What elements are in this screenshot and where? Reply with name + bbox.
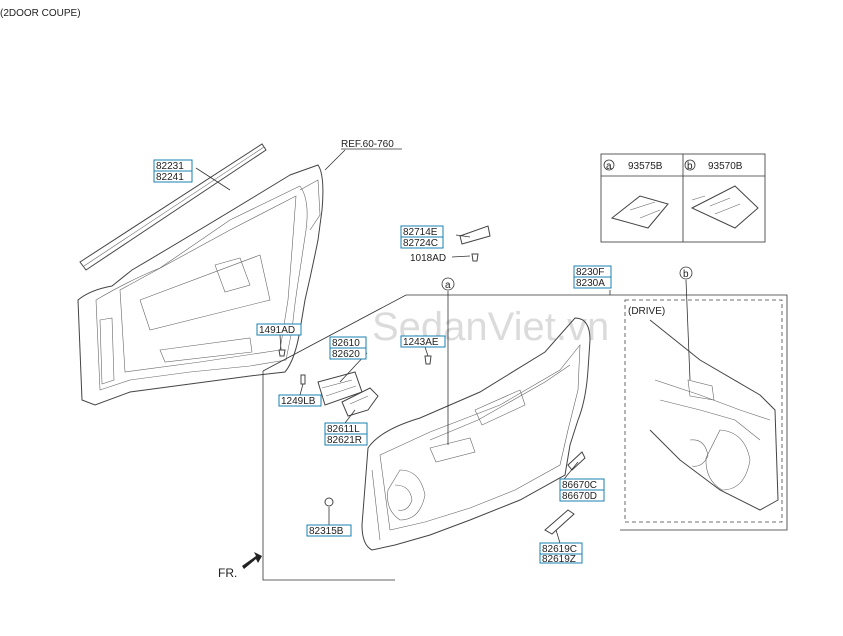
callout-deco-patch[interactable]: 82714E 82724C bbox=[400, 225, 444, 249]
reference-label[interactable]: REF.60-760 bbox=[341, 139, 402, 150]
svg-text:82231: 82231 bbox=[156, 161, 184, 172]
svg-text:86670D: 86670D bbox=[562, 491, 597, 502]
legend-b-marker: b bbox=[687, 161, 693, 172]
callout-inner-handle[interactable]: 82610 82620 bbox=[329, 336, 367, 360]
marker-b[interactable]: b bbox=[679, 266, 693, 280]
svg-text:82611L: 82611L bbox=[327, 424, 360, 435]
svg-text:1491AD: 1491AD bbox=[259, 325, 295, 336]
svg-text:82315B: 82315B bbox=[309, 526, 344, 537]
svg-text:82714E: 82714E bbox=[403, 227, 438, 238]
callout-clip-1491[interactable]: 1491AD bbox=[256, 323, 302, 336]
svg-text:b: b bbox=[683, 269, 689, 280]
front-direction-indicator: FR. bbox=[218, 552, 262, 580]
svg-text:82610: 82610 bbox=[332, 338, 360, 349]
legend-a-part: 93575B bbox=[628, 161, 663, 172]
fr-label: FR. bbox=[218, 566, 237, 580]
svg-text:82621R: 82621R bbox=[327, 435, 362, 446]
svg-text:82619Z: 82619Z bbox=[542, 554, 576, 565]
drive-label: (DRIVE) bbox=[628, 306, 665, 317]
legend-b-part: 93570B bbox=[708, 161, 743, 172]
leader-lines bbox=[195, 149, 691, 544]
callout-trim-panel[interactable]: 8230F 8230A bbox=[573, 265, 612, 289]
marker-a[interactable]: a bbox=[441, 277, 455, 291]
drive-inset: (DRIVE) bbox=[624, 299, 783, 523]
svg-text:82724C: 82724C bbox=[403, 238, 438, 249]
svg-text:82619C: 82619C bbox=[542, 544, 577, 555]
svg-text:8230F: 8230F bbox=[576, 267, 604, 278]
svg-text:1243AE: 1243AE bbox=[403, 337, 439, 348]
inner-handle-illustration bbox=[317, 371, 379, 417]
fr-arrow-icon bbox=[242, 552, 262, 569]
callout-pad-82619[interactable]: 82619C 82619Z bbox=[539, 542, 583, 565]
callout-pad-86670[interactable]: 86670C 86670D bbox=[559, 478, 605, 502]
fasteners bbox=[278, 225, 586, 535]
svg-text:8230A: 8230A bbox=[576, 278, 605, 289]
door-frame-illustration bbox=[77, 143, 324, 406]
legend-table: a 93575B b 93570B bbox=[600, 153, 766, 243]
door-trim-panel-illustration bbox=[361, 317, 591, 551]
callout-clip-1243[interactable]: 1243AE bbox=[400, 335, 446, 348]
svg-text:1249LB: 1249LB bbox=[281, 396, 316, 407]
callout-screw-1018[interactable]: 1018AD bbox=[410, 253, 446, 264]
diagram-title: (2DOOR COUPE) bbox=[0, 8, 81, 19]
callout-nut-82315[interactable]: 82315B bbox=[306, 524, 352, 537]
callout-handle-cover[interactable]: 82611L 82621R bbox=[324, 422, 368, 446]
svg-text:82620: 82620 bbox=[332, 349, 360, 360]
svg-text:86670C: 86670C bbox=[562, 480, 597, 491]
legend-a-marker: a bbox=[606, 161, 612, 172]
panel-outline bbox=[262, 294, 788, 531]
callout-bolt-1249[interactable]: 1249LB bbox=[278, 394, 322, 407]
svg-text:REF.60-760: REF.60-760 bbox=[341, 139, 394, 150]
callout-weatherstrip[interactable]: 82231 82241 bbox=[153, 159, 193, 183]
panel-outline-lower bbox=[262, 371, 395, 581]
svg-text:a: a bbox=[445, 280, 451, 291]
svg-text:82241: 82241 bbox=[156, 172, 184, 183]
